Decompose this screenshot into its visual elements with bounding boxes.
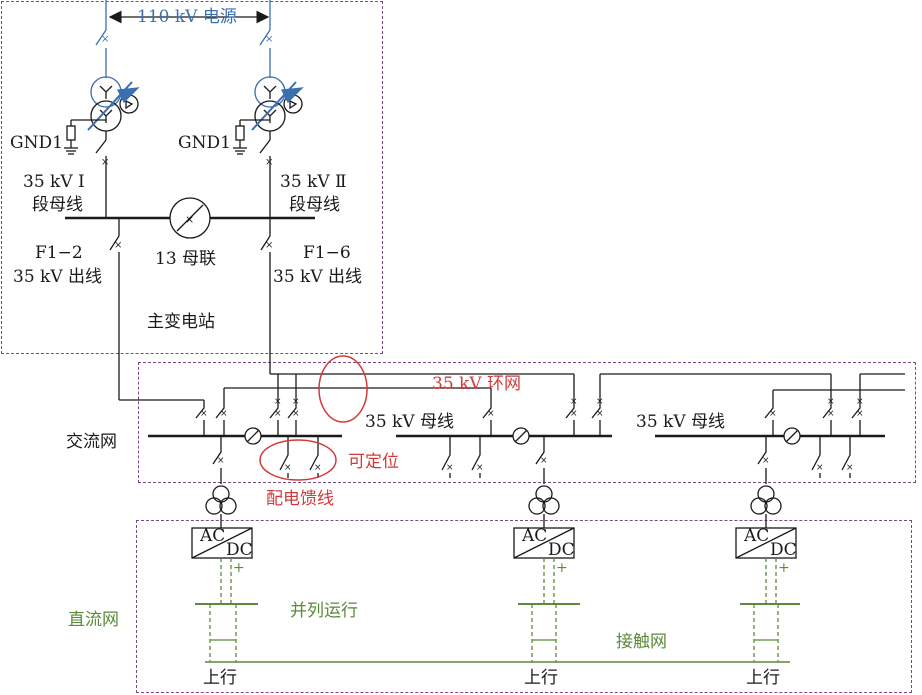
converter-1-ac: AC xyxy=(200,526,226,546)
svg-text:×: × xyxy=(570,397,578,407)
svg-text:×: × xyxy=(476,463,484,473)
bus2-label-line1: 35 kV Ⅱ xyxy=(280,172,347,192)
converter-3-ac: AC xyxy=(744,526,770,546)
svg-text:×: × xyxy=(846,463,854,473)
svg-text:×: × xyxy=(487,409,495,419)
svg-text:×: × xyxy=(769,409,777,419)
ac-network-box xyxy=(138,362,916,483)
bus-b-label: 35 kV 母线 xyxy=(636,412,726,432)
svg-text:×: × xyxy=(762,456,770,466)
svg-text:×: × xyxy=(274,397,282,407)
ring-highlight xyxy=(318,355,368,423)
catenary-label: 接触网 xyxy=(616,632,667,652)
dc-network xyxy=(195,558,800,663)
upper-switches xyxy=(195,374,861,436)
up-label-1: 上行 xyxy=(203,668,237,688)
converter-3-dc: DC xyxy=(770,540,797,560)
f12-label-line2: 35 kV 出线 xyxy=(13,267,103,287)
bus1-label-line2: 段母线 xyxy=(32,195,83,215)
converter-2-dc: DC xyxy=(548,540,575,560)
svg-text:×: × xyxy=(265,34,273,45)
svg-text:×: × xyxy=(540,456,548,466)
svg-text:×: × xyxy=(314,463,322,473)
svg-text:+: + xyxy=(556,560,568,576)
svg-text:×: × xyxy=(101,157,109,168)
svg-text:×: × xyxy=(570,409,578,419)
svg-text:×: × xyxy=(220,409,228,419)
svg-text:×: × xyxy=(217,456,225,466)
bus1-label-line1: 35 kV Ⅰ xyxy=(23,172,85,192)
svg-text:×: × xyxy=(274,409,282,419)
traction-drop-3: × xyxy=(735,436,797,559)
svg-text:+: + xyxy=(233,560,245,576)
distribution-feeder-label: 配电馈线 xyxy=(266,489,334,509)
feeder-highlight xyxy=(259,439,337,481)
gnd-left-label: GND1 xyxy=(10,133,63,153)
parallel-operation-label: 并列运行 xyxy=(290,601,358,621)
left-incoming-branch: × × xyxy=(64,0,140,218)
svg-text:×: × xyxy=(816,463,824,473)
main-substation-box xyxy=(1,1,383,354)
svg-text:×: × xyxy=(292,397,300,407)
converter-1-dc: DC xyxy=(226,540,253,560)
ring-network-label: 35 kV 环网 xyxy=(432,374,522,394)
main-substation-label: 主变电站 xyxy=(147,312,215,332)
svg-text:×: × xyxy=(292,409,300,419)
up-label-2: 上行 xyxy=(524,668,558,688)
svg-text:×: × xyxy=(827,409,835,419)
f16-label-line2: 35 kV 出线 xyxy=(273,267,363,287)
svg-text:×: × xyxy=(265,157,273,168)
svg-text:×: × xyxy=(101,34,109,45)
right-incoming-branch: × × xyxy=(233,0,304,218)
svg-text:×: × xyxy=(185,213,194,226)
source-label: 110 kV 电源 xyxy=(137,7,237,27)
traction-drop-2: × xyxy=(513,436,575,559)
bus-a-label: 35 kV 母线 xyxy=(365,412,455,432)
lower-feeders xyxy=(279,436,851,478)
svg-text:×: × xyxy=(284,463,292,473)
svg-text:×: × xyxy=(596,397,604,407)
bus-tie-label: 13 母联 xyxy=(155,249,217,269)
converter-2-ac: AC xyxy=(522,526,548,546)
ac-network-label: 交流网 xyxy=(66,432,117,452)
dc-network-box xyxy=(136,520,912,693)
locatable-label: 可定位 xyxy=(348,452,399,472)
f16-label-line1: F1−6 xyxy=(303,243,351,263)
svg-text:×: × xyxy=(856,409,864,419)
svg-text:×: × xyxy=(446,463,454,473)
svg-text:×: × xyxy=(596,409,604,419)
svg-text:×: × xyxy=(200,409,208,419)
svg-text:+: + xyxy=(778,560,790,576)
svg-text:×: × xyxy=(856,397,864,407)
f12-label-line1: F1−2 xyxy=(35,243,83,263)
traction-drop-1: × xyxy=(191,436,253,559)
dc-network-label: 直流网 xyxy=(68,610,119,630)
svg-text:×: × xyxy=(114,240,122,251)
gnd-right-label: GND1 xyxy=(178,133,231,153)
svg-text:×: × xyxy=(827,397,835,407)
bus2-label-line2: 段母线 xyxy=(289,195,340,215)
svg-text:×: × xyxy=(265,240,273,251)
up-label-3: 上行 xyxy=(746,668,780,688)
